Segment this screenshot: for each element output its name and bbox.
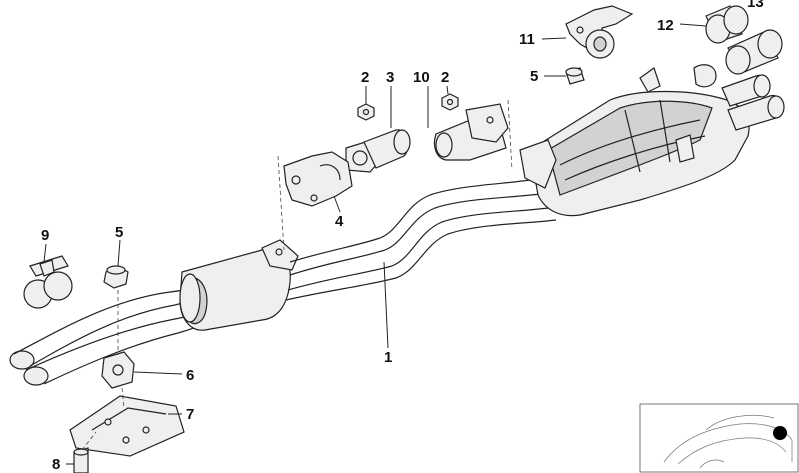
callout-3: 3 (386, 69, 394, 86)
rear-muffler (519, 64, 785, 217)
flange-part-4 (283, 151, 353, 207)
bracket-plate-part-7 (69, 395, 185, 457)
adapter-pipe-part-10 (433, 103, 509, 161)
nut-part-2-left (357, 103, 375, 121)
callout-6: 6 (186, 367, 194, 384)
tailpipe-tip-part-12 (705, 5, 749, 44)
vehicle-locator-thumbnail (639, 403, 799, 473)
pipe-sleeve-part-3 (345, 129, 411, 173)
callout-7: 7 (186, 406, 194, 423)
bolt-part-8 (73, 447, 89, 473)
rubber-mount-part-5-top (565, 67, 585, 85)
front-pipe-assembly (9, 179, 557, 386)
callout-5-left: 5 (115, 224, 123, 241)
callout-11: 11 (519, 31, 535, 48)
callout-2-left: 2 (361, 69, 369, 86)
hanger-bracket-part-11 (565, 5, 634, 59)
mount-part-6 (101, 351, 135, 389)
rubber-mount-part-5-left (103, 265, 129, 289)
location-marker-dot (773, 426, 787, 440)
callout-5-top: 5 (530, 68, 538, 85)
callout-9: 9 (41, 227, 49, 244)
callout-10: 10 (413, 69, 430, 86)
leader-lines (43, 23, 707, 465)
clamp-part-9 (23, 255, 73, 309)
callout-2-right: 2 (441, 69, 449, 86)
callout-4: 4 (335, 213, 344, 230)
callout-8: 8 (52, 456, 60, 473)
nut-part-2-right (441, 93, 459, 111)
assembly-guide-lines (81, 99, 513, 451)
callout-1: 1 (384, 349, 392, 366)
tailpipe-tip-part-13 (725, 29, 783, 75)
callout-12: 12 (657, 17, 674, 34)
callout-13: 13 (747, 0, 764, 11)
